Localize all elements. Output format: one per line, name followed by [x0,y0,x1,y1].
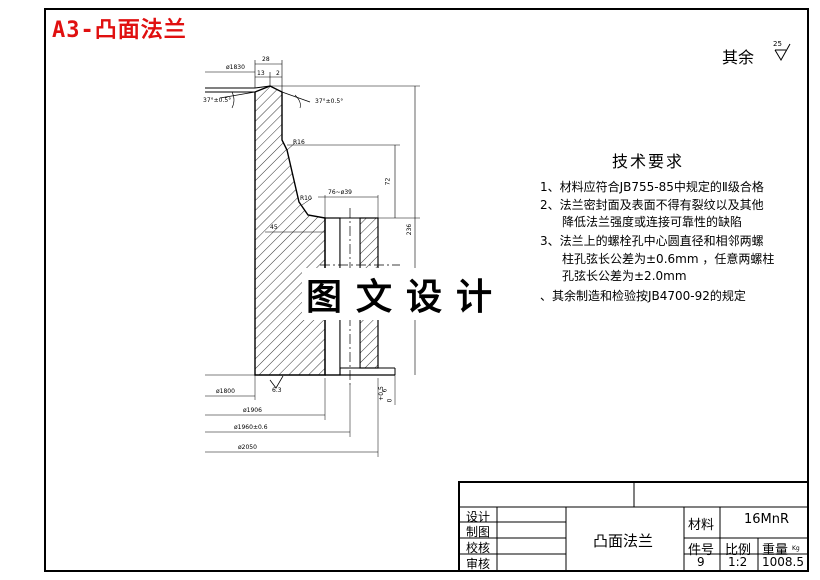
tech-requirements-heading: 技术要求 [612,152,685,171]
dim-bore: 76~ø39 [328,189,352,196]
sheet-title: A3-凸面法兰 [52,18,187,43]
dim-w2: 2 [276,70,280,77]
dim-rough-bottom: 6.3 [272,387,282,394]
tb-scale-value: 1:2 [728,555,748,569]
roughness-value: 25 [773,40,782,48]
title-block [458,481,809,572]
tech-line-4: 3、法兰上的螺栓孔中心圆直径和相邻两螺 [540,234,764,248]
tech-line-1: 1、材料应符合JB755-85中规定的Ⅱ级合格 [540,180,764,194]
dim-w13: 13 [257,70,265,77]
tb-review-label: 审核 [466,557,491,571]
tech-line-3: 降低法兰强度或连接可靠性的缺陷 [562,215,743,229]
sheet-border [44,8,809,572]
tech-line-6: 孔弦长公差为±2.0mm [562,269,687,283]
flange-section [254,85,326,376]
dim-w28: 28 [262,56,270,63]
dim-h0: 0 [386,398,394,403]
roughness-note: 其余 [722,48,755,67]
tech-line-2: 2、法兰密封面及表面不得有裂纹以及其他 [540,198,764,212]
dim-h6: 6 [381,388,389,393]
tb-part-no-label: 件号 [688,543,715,558]
tb-part-no-value: 9 [697,555,705,569]
dim-d1830: ø1830 [226,64,245,71]
tb-weight-value: 1008.5 [762,555,804,569]
dim-h236: 236 [406,223,414,236]
dim-r10: R10 [300,195,312,202]
dim-d1906: ø1906 [243,407,262,414]
tb-scale-label: 比例 [725,543,752,558]
dim-w45: 45 [270,224,278,231]
roughness-symbol [774,43,791,61]
tb-drafting-label: 制图 [466,525,491,539]
tb-weight-unit: Kg [792,545,800,552]
dim-d1800: ø1800 [216,388,235,395]
watermark-text: 图文设计 [302,268,511,320]
dim-angle-right: 37°±0.5° [315,98,344,105]
tb-weight-label: 重量 [762,543,789,558]
dim-angle-left: 37°±0.5° [203,97,232,104]
dim-h72: 72 [384,177,392,186]
tb-material-value: 16MnR [744,512,790,527]
tech-line-7: 、其余制造和检验按JB4700-92的规定 [540,289,746,303]
tb-design-label: 设计 [466,510,491,524]
dim-d2050: ø2050 [238,444,257,451]
tech-line-5: 柱孔弦长公差为±0.6mm ，任意两螺柱 [562,252,775,266]
tb-part-name: 凸面法兰 [593,532,654,550]
roughness-mark-bottom [269,375,284,389]
tb-material-label: 材料 [688,518,715,533]
dim-d1960: ø1960±0.6 [234,424,268,431]
tb-checking-label: 校核 [466,541,491,555]
dim-r16: R16 [293,139,305,146]
